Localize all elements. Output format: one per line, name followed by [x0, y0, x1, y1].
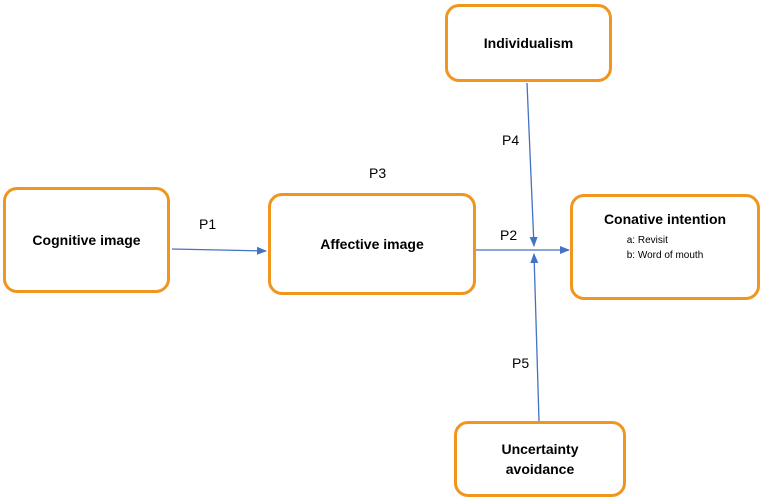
node-affective-image: Affective image: [268, 193, 476, 295]
node-title: Conative intention: [603, 211, 727, 227]
conative-item: a: Revisit: [626, 235, 668, 246]
path-label-p5: P5: [512, 355, 530, 371]
path-label-p4: P4: [502, 132, 520, 148]
conative-items: a: Revisit b: Word of mouth: [627, 233, 704, 263]
node-title: Cognitive image: [32, 232, 141, 248]
node-title-line-1: Uncertainty: [501, 441, 579, 457]
path-label-p1: P1: [199, 216, 217, 232]
arrow-p4: [526, 82, 538, 247]
node-cognitive-image: Cognitive image: [3, 187, 170, 293]
node-title-line-2: avoidance: [505, 461, 575, 477]
path-label-p2: P2: [500, 227, 518, 243]
arrow-p5: [530, 253, 540, 422]
node-title: Individualism: [483, 35, 574, 51]
arrow-p1: [171, 246, 267, 255]
conative-item: b: Word of mouth: [626, 250, 704, 261]
node-conative-intention: Conative intention a: Revisit b: Word of…: [570, 194, 760, 300]
node-individualism: Individualism: [445, 4, 612, 82]
node-title: Affective image: [320, 236, 424, 252]
node-uncertainty-avoidance: Uncertainty avoidance: [454, 421, 626, 497]
path-label-p3: P3: [369, 165, 387, 181]
